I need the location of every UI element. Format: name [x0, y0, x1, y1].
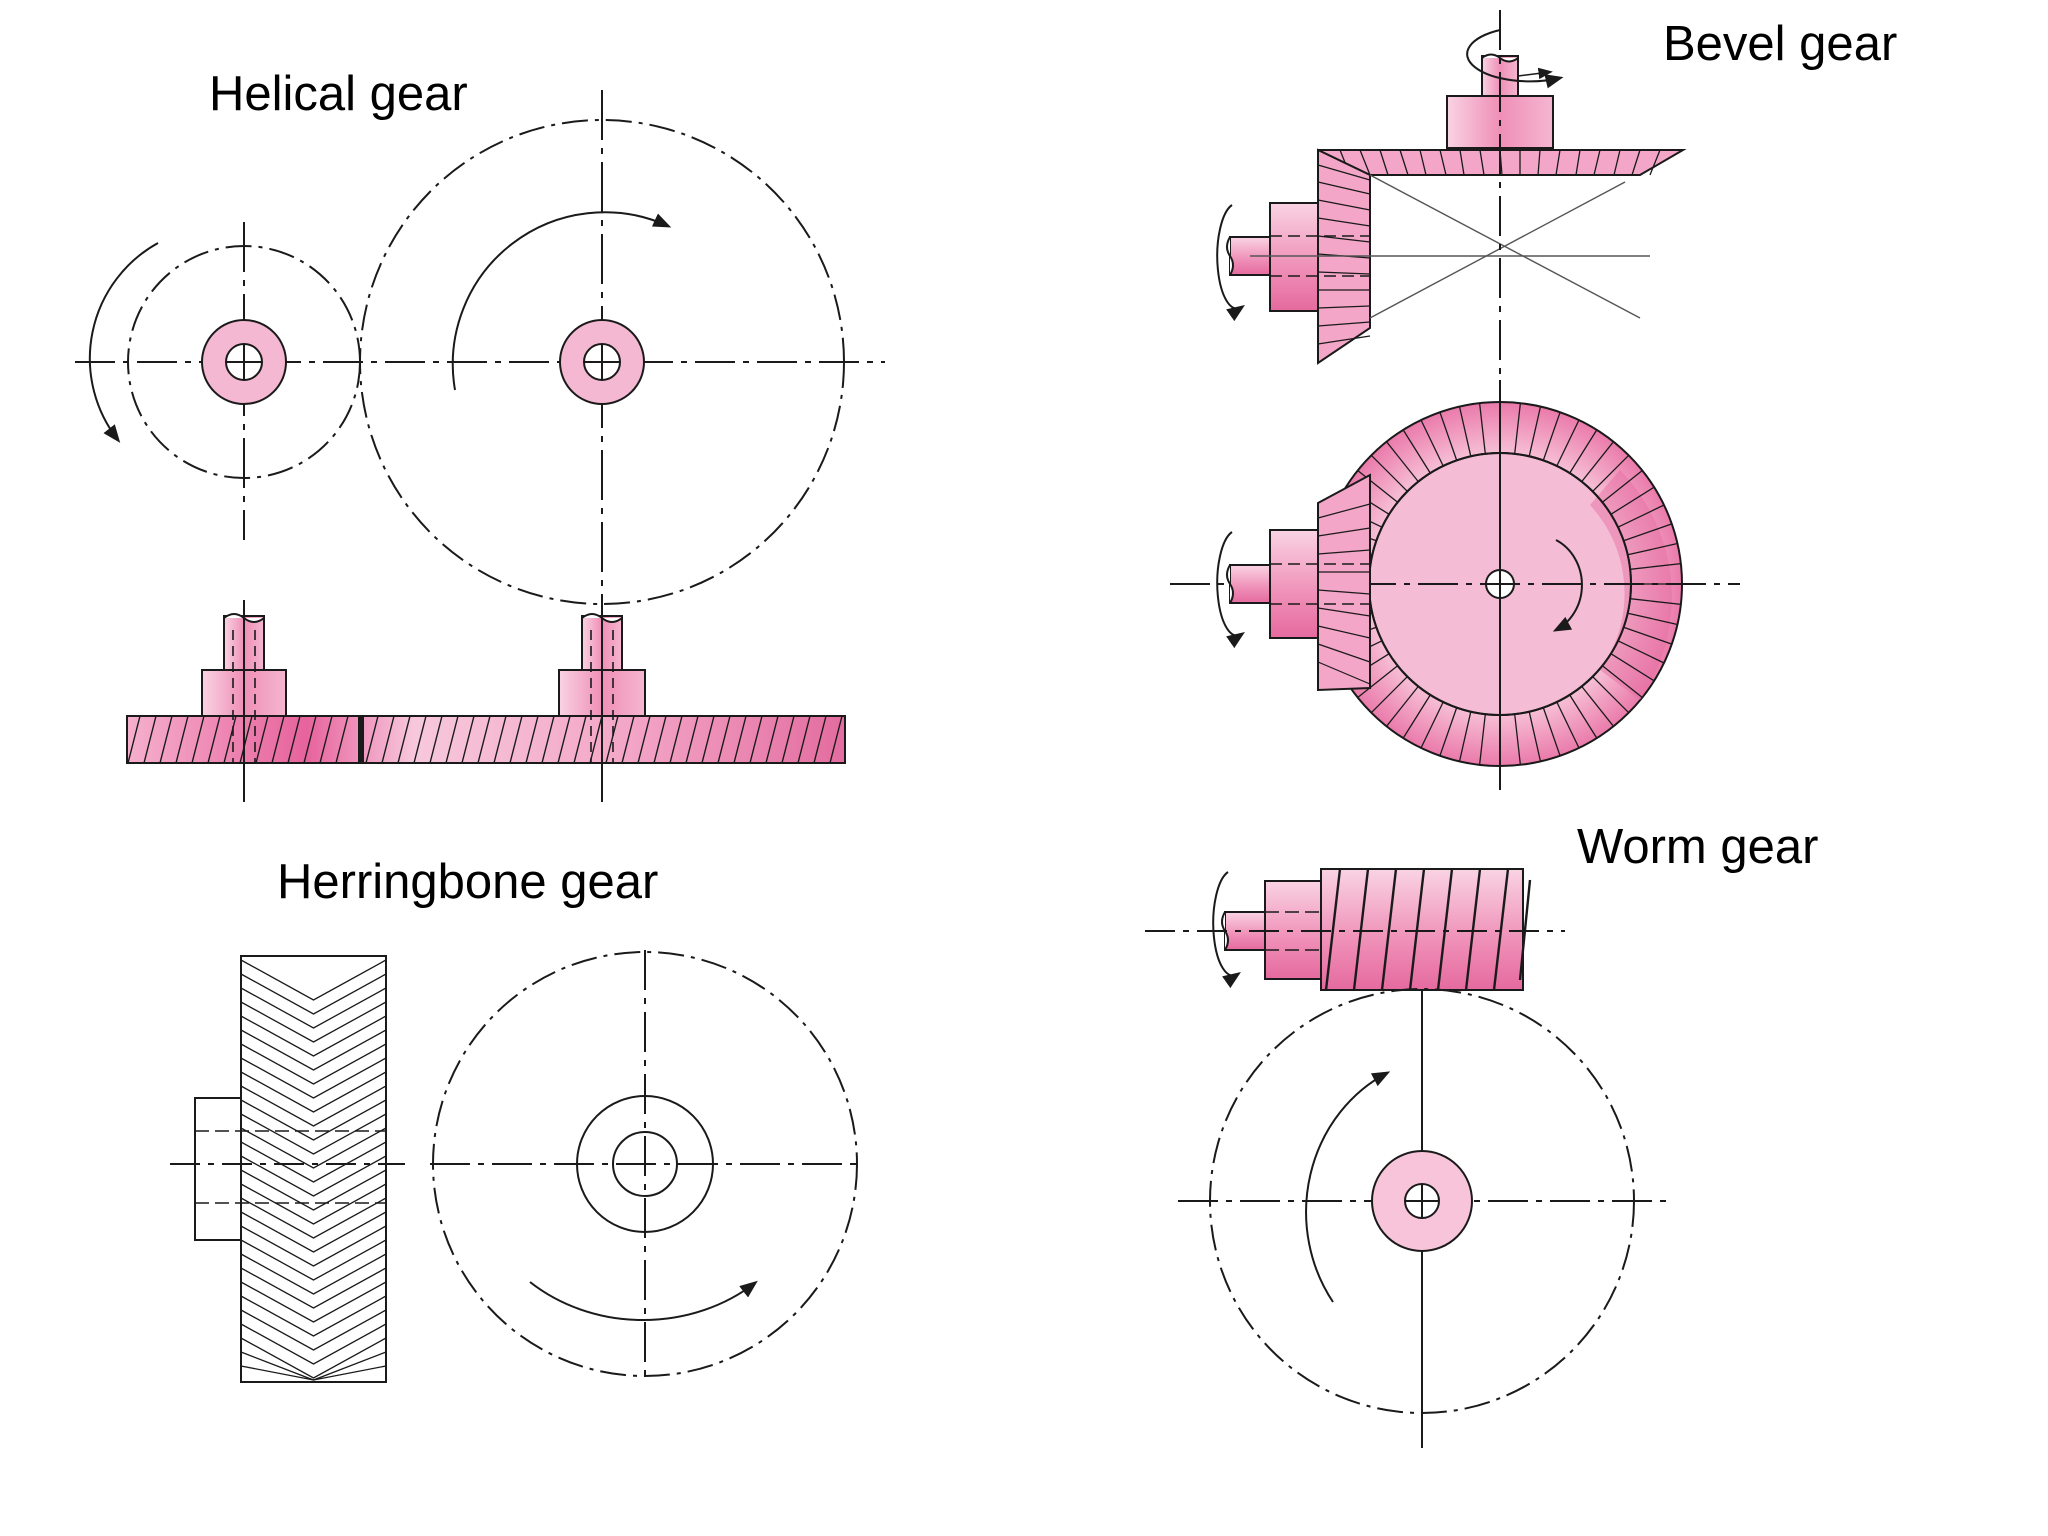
bevel-tooth-line — [1556, 701, 1580, 749]
bevel-tooth-line — [1385, 441, 1419, 483]
bevel-tooth-line — [1630, 562, 1681, 570]
bevel-tooth-line — [1581, 441, 1615, 483]
bevel-tooth-line — [1370, 676, 1408, 714]
herringbone-chevron — [240, 1309, 387, 1351]
herringbone-chevron — [240, 1323, 387, 1365]
bevel-tooth-line — [1542, 411, 1561, 461]
bevel-tooth-line — [1370, 454, 1408, 492]
bevel-tooth-line — [1420, 701, 1444, 749]
worm-gear-title: Worm gear — [1577, 820, 1819, 874]
bevel-front-rotation-arrow — [1552, 539, 1583, 632]
herringbone-chevron — [240, 1113, 387, 1155]
herringbone-chevron — [240, 987, 387, 1029]
herringbone-chevron — [240, 1239, 387, 1281]
helical-small-rotation-arrow — [88, 242, 159, 443]
worm-gear-drawing — [1145, 868, 1670, 1448]
bevel-tooth-line — [1610, 486, 1655, 515]
herringbone-chevron — [240, 1141, 387, 1183]
bevel-tooth-line — [1385, 685, 1419, 727]
bevel-tooth-line — [1478, 403, 1486, 454]
herringbone-chevron — [240, 1071, 387, 1113]
bevel-tooth-line — [1601, 469, 1643, 503]
bevel-tooth-line — [1592, 676, 1630, 714]
bevel-tooth-line — [1402, 694, 1431, 739]
bevel-tooth-line — [1458, 711, 1472, 762]
bevel-tooth-line — [1623, 626, 1673, 645]
herringbone-chevron — [240, 1015, 387, 1057]
herringbone-hub-inner — [612, 1131, 678, 1197]
bevel-tooth-line — [1627, 542, 1678, 556]
helical-gear-drawing — [75, 90, 885, 802]
bevel-tooth-line — [1528, 406, 1542, 457]
bevel-tooth-line — [1458, 406, 1472, 457]
worm-rotation-arrow — [1212, 871, 1241, 989]
bevel-tooth-line — [1610, 653, 1655, 682]
bevel-top-rotation-arrow — [1466, 29, 1564, 89]
bevel-tooth-line — [1592, 454, 1630, 492]
herringbone-chevron — [240, 1029, 387, 1071]
bevel-tooth-line — [1617, 640, 1665, 664]
herringbone-chevron — [240, 1281, 387, 1323]
herringbone-chevron — [240, 1169, 387, 1211]
herringbone-chevron — [240, 1001, 387, 1043]
herringbone-hub-side — [194, 1097, 242, 1241]
bevel-tooth-line — [1439, 411, 1458, 461]
herringbone-chevron — [240, 959, 387, 1001]
helical-gear-title: Helical gear — [209, 67, 468, 121]
bevel-gear-title: Bevel gear — [1663, 17, 1898, 71]
bevel-tooth-line — [1542, 707, 1561, 757]
bevel-tooth-line — [1514, 403, 1522, 454]
bevel-tooth-line — [1528, 711, 1542, 762]
herringbone-chevron — [240, 973, 387, 1015]
bevel-tooth-line — [1357, 665, 1399, 699]
bevel-tooth-line — [1514, 714, 1522, 765]
bevel-gear-drawing — [1170, 10, 1740, 790]
bevel-tooth-line — [1623, 523, 1673, 542]
bevel-tooth-line — [1601, 665, 1643, 699]
herringbone-face — [240, 955, 387, 1383]
worm-wheel-rotation-arrow — [1305, 1071, 1391, 1303]
herringbone-chevron — [240, 1183, 387, 1225]
bevel-tooth-line — [1630, 598, 1681, 606]
herringbone-gear-drawing — [170, 950, 860, 1383]
herringbone-chevron — [240, 1127, 387, 1169]
bevel-tooth-line — [1357, 469, 1399, 503]
herringbone-chevron — [240, 1043, 387, 1085]
bevel-tooth-line — [1439, 707, 1458, 757]
herringbone-chevron — [240, 1253, 387, 1295]
herringbone-chevron — [240, 1085, 387, 1127]
bevel-side-rotation-arrow — [1216, 204, 1245, 322]
bevel-tooth-line — [1569, 694, 1598, 739]
herringbone-chevron — [240, 1099, 387, 1141]
herringbone-chevron — [240, 1267, 387, 1309]
herringbone-chevron — [240, 1225, 387, 1267]
herringbone-chevron — [240, 1295, 387, 1337]
bevel-tooth-line — [1627, 612, 1678, 626]
herringbone-chevron — [240, 1057, 387, 1099]
herringbone-chevron — [240, 1155, 387, 1197]
herringbone-rotation-arrow — [529, 1280, 758, 1321]
herringbone-gear-title: Herringbone gear — [277, 855, 659, 909]
helical-large-rotation-arrow — [451, 211, 672, 391]
bevel-tooth-line — [1478, 714, 1486, 765]
bevel-tooth-line — [1617, 504, 1665, 528]
bevel-tooth-line — [1420, 419, 1444, 467]
bevel-tooth-line — [1556, 419, 1580, 467]
bevel-pinion-rotation-arrow — [1216, 531, 1245, 649]
bevel-tooth-line — [1402, 429, 1431, 474]
bevel-tooth-line — [1569, 429, 1598, 474]
herringbone-chevron — [240, 1197, 387, 1239]
herringbone-chevron — [240, 1365, 387, 1381]
herringbone-chevron — [240, 1337, 387, 1379]
herringbone-chevron — [240, 1211, 387, 1253]
bevel-tooth-line — [1581, 685, 1615, 727]
